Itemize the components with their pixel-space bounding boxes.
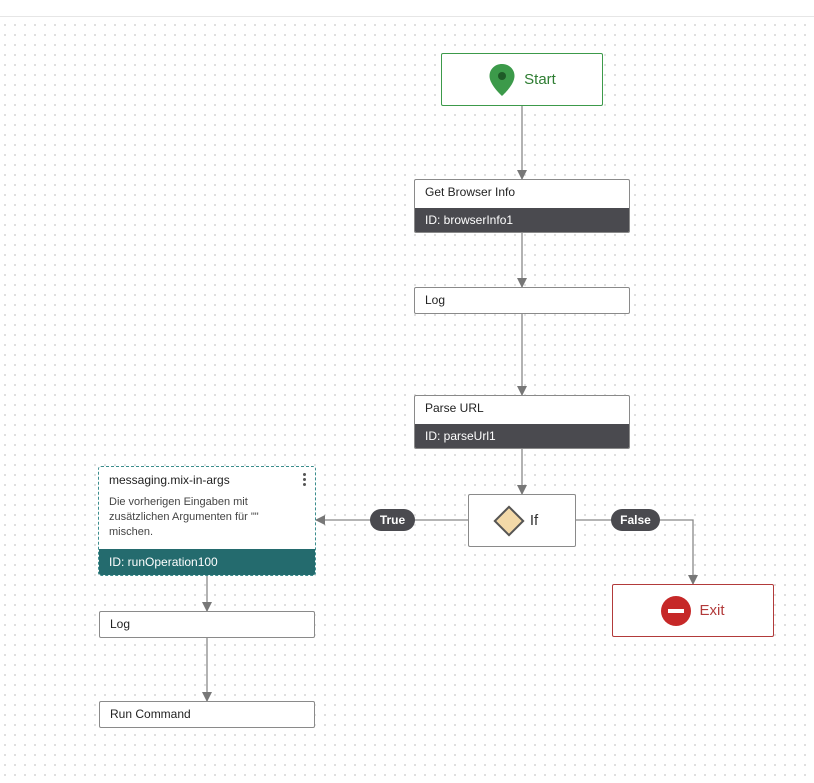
- node-title: Log: [425, 293, 446, 307]
- start-label: Start: [524, 71, 556, 88]
- node-id-label: ID: browserInfo1: [415, 208, 629, 232]
- log-node-2[interactable]: Log: [99, 611, 315, 638]
- false-branch-label[interactable]: False: [611, 509, 660, 531]
- run-command-node[interactable]: Run Command: [99, 701, 315, 728]
- node-title: Parse URL: [425, 401, 484, 415]
- node-description: Die vorherigen Eingaben mit zusätzlichen…: [109, 496, 259, 538]
- if-node[interactable]: If: [468, 494, 576, 547]
- diamond-icon: [493, 504, 525, 537]
- mix-in-args-node[interactable]: messaging.mix-in-args Die vorherigen Ein…: [98, 466, 316, 576]
- start-node[interactable]: Start: [441, 53, 603, 106]
- no-entry-icon: [661, 595, 692, 626]
- node-title: Log: [110, 617, 131, 631]
- node-id-label: ID: runOperation100: [99, 549, 315, 575]
- canvas-top-bar: [0, 0, 814, 17]
- map-pin-icon: [489, 63, 515, 96]
- node-title: Get Browser Info: [425, 185, 516, 199]
- exit-label: Exit: [699, 602, 725, 619]
- parse-url-node[interactable]: Parse URL ID: parseUrl1: [414, 395, 630, 449]
- if-label: If: [529, 512, 539, 529]
- exit-node[interactable]: Exit: [612, 584, 774, 637]
- node-title: messaging.mix-in-args: [109, 473, 230, 487]
- log-node[interactable]: Log: [414, 287, 630, 314]
- node-title: Run Command: [110, 707, 191, 721]
- more-vertical-icon[interactable]: [301, 473, 307, 489]
- node-id-label: ID: parseUrl1: [415, 424, 629, 448]
- true-branch-label[interactable]: True: [370, 509, 415, 531]
- get-browser-info-node[interactable]: Get Browser Info ID: browserInfo1: [414, 179, 630, 233]
